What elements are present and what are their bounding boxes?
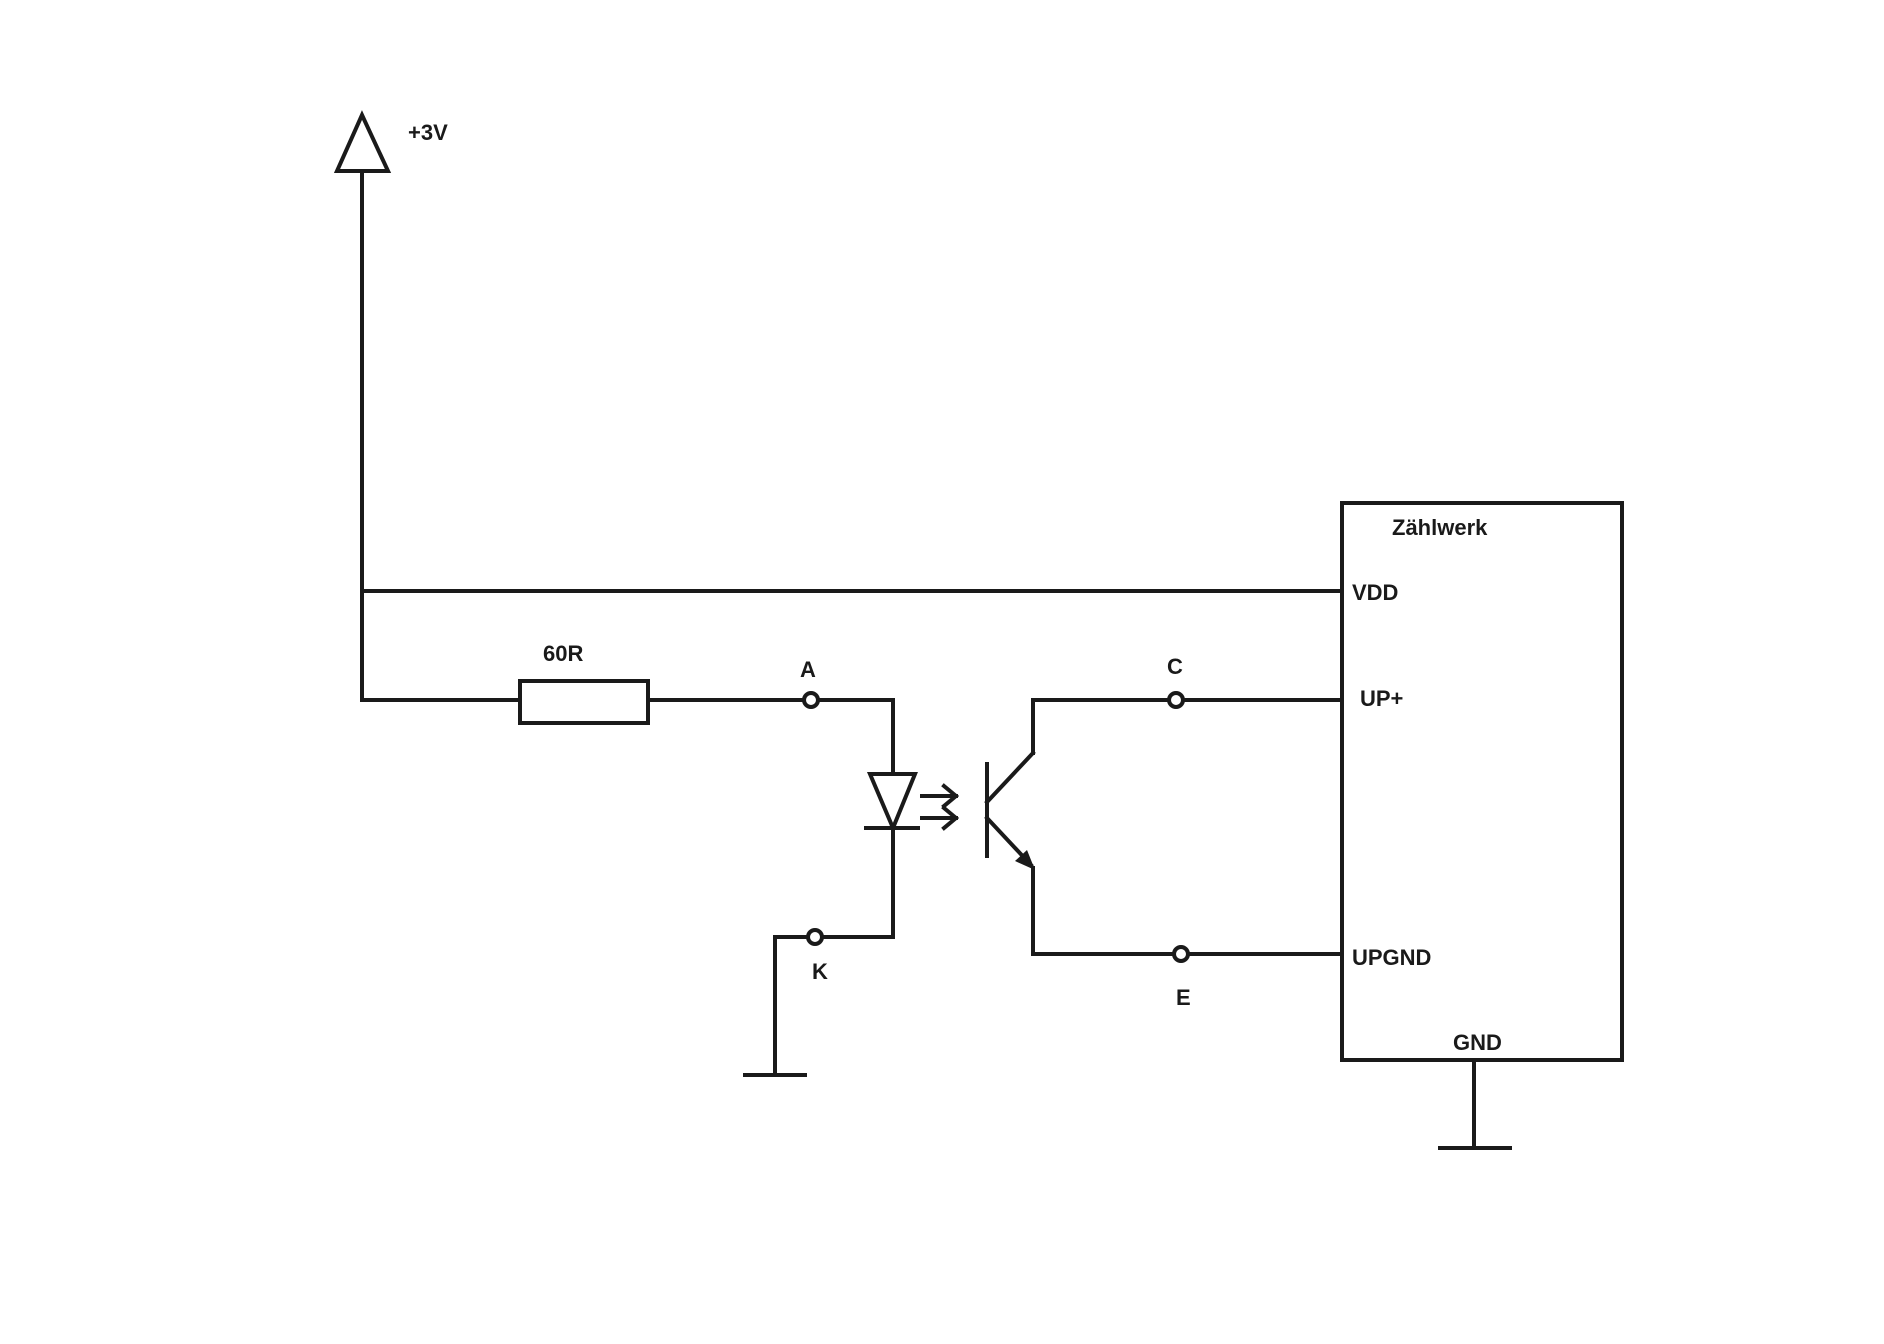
transistor-emitter-wire bbox=[1031, 866, 1176, 956]
supply-arrow-symbol bbox=[333, 110, 392, 173]
pin-upgnd-label: UPGND bbox=[1352, 945, 1431, 970]
light-arrow-lower-head bbox=[941, 805, 960, 831]
transistor-collector-wire bbox=[1031, 698, 1171, 755]
light-arrow-upper-head bbox=[941, 783, 960, 809]
led-diode-symbol bbox=[866, 772, 918, 834]
pin-gnd-label: GND bbox=[1453, 1030, 1502, 1055]
pin-up-plus-label: UP+ bbox=[1360, 686, 1403, 711]
cathode-terminal bbox=[806, 928, 824, 946]
cathode-label: K bbox=[812, 959, 828, 984]
led-to-cathode-wire bbox=[820, 826, 895, 939]
counter-block bbox=[1340, 501, 1624, 1062]
resistor-symbol bbox=[518, 679, 650, 725]
anode-terminal bbox=[802, 691, 820, 709]
collector-terminal bbox=[1167, 691, 1185, 709]
emitter-label: E bbox=[1176, 985, 1191, 1010]
resistor-label: 60R bbox=[543, 641, 583, 666]
anode-label: A bbox=[800, 657, 816, 682]
emitter-terminal bbox=[1172, 945, 1190, 963]
anode-to-led-wire bbox=[816, 698, 895, 776]
transistor-emitter-arrow bbox=[1015, 850, 1035, 870]
transistor-collector-lead bbox=[984, 750, 1036, 805]
pin-vdd-label: VDD bbox=[1352, 580, 1398, 605]
counter-title: Zählwerk bbox=[1392, 515, 1488, 540]
cathode-ground-wire bbox=[773, 935, 810, 1077]
supply-label: +3V bbox=[408, 120, 448, 145]
collector-label: C bbox=[1167, 654, 1183, 679]
